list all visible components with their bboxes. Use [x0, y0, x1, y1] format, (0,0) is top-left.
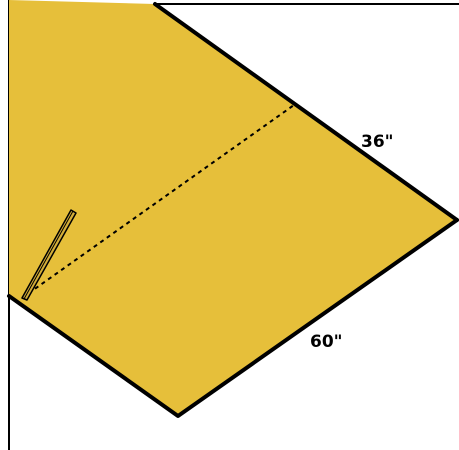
side-36-label: 36"	[361, 132, 394, 152]
side-60-label: 60"	[310, 332, 343, 352]
fabric-panel	[9, 0, 457, 416]
fabric-edge-60	[7, 218, 459, 418]
pencil-icon	[21, 209, 77, 301]
fabric-edge-36	[153, 2, 459, 222]
